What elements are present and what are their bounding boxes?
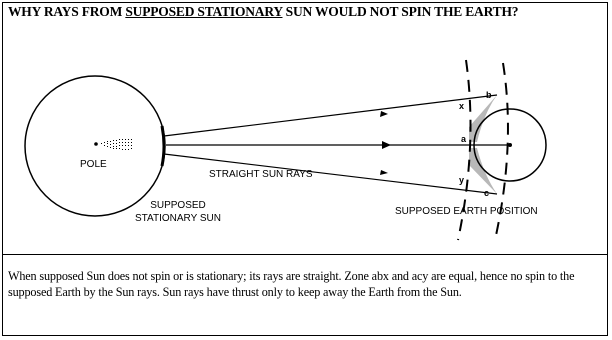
arrow-top <box>380 111 388 117</box>
point-x-label: x <box>459 101 464 111</box>
pole-dots <box>101 139 132 150</box>
earth-center <box>508 143 512 147</box>
figure-title: WHY RAYS FROM SUPPOSED STATIONARY SUN WO… <box>8 4 604 19</box>
sun-circle <box>24 75 166 217</box>
title-part2: SUN WOULD NOT SPIN THE EARTH? <box>282 4 519 19</box>
dashed-arc-left <box>457 59 472 241</box>
point-y-label: y <box>459 175 464 185</box>
arrow-middle <box>382 141 391 149</box>
point-c-label: c <box>484 188 489 198</box>
dashed-arc-right <box>494 62 509 241</box>
ray-top <box>163 94 498 137</box>
title-underlined: SUPPOSED STATIONARY <box>125 4 283 19</box>
zone-abx <box>469 95 497 142</box>
title-part1: WHY RAYS FROM <box>8 4 126 19</box>
sun-label-line2: STATIONARY SUN <box>135 213 221 224</box>
rays-label: STRAIGHT SUN RAYS <box>209 169 313 180</box>
pole-dot <box>94 142 98 146</box>
earth-circle <box>473 108 547 182</box>
zone-acy <box>469 148 497 194</box>
earth-position-label: SUPPOSED EARTH POSITION <box>395 206 538 217</box>
sun-emission-edge <box>160 125 166 167</box>
pole-label: POLE <box>80 159 107 170</box>
sun-label-line1: SUPPOSED <box>150 200 206 211</box>
top-divider <box>2 254 608 255</box>
point-b-label: b <box>486 90 492 100</box>
arrow-bottom <box>380 170 388 175</box>
ray-bottom <box>163 153 498 195</box>
point-a-label: a <box>461 134 467 144</box>
caption-text: When supposed Sun does not spin or is st… <box>8 269 575 299</box>
